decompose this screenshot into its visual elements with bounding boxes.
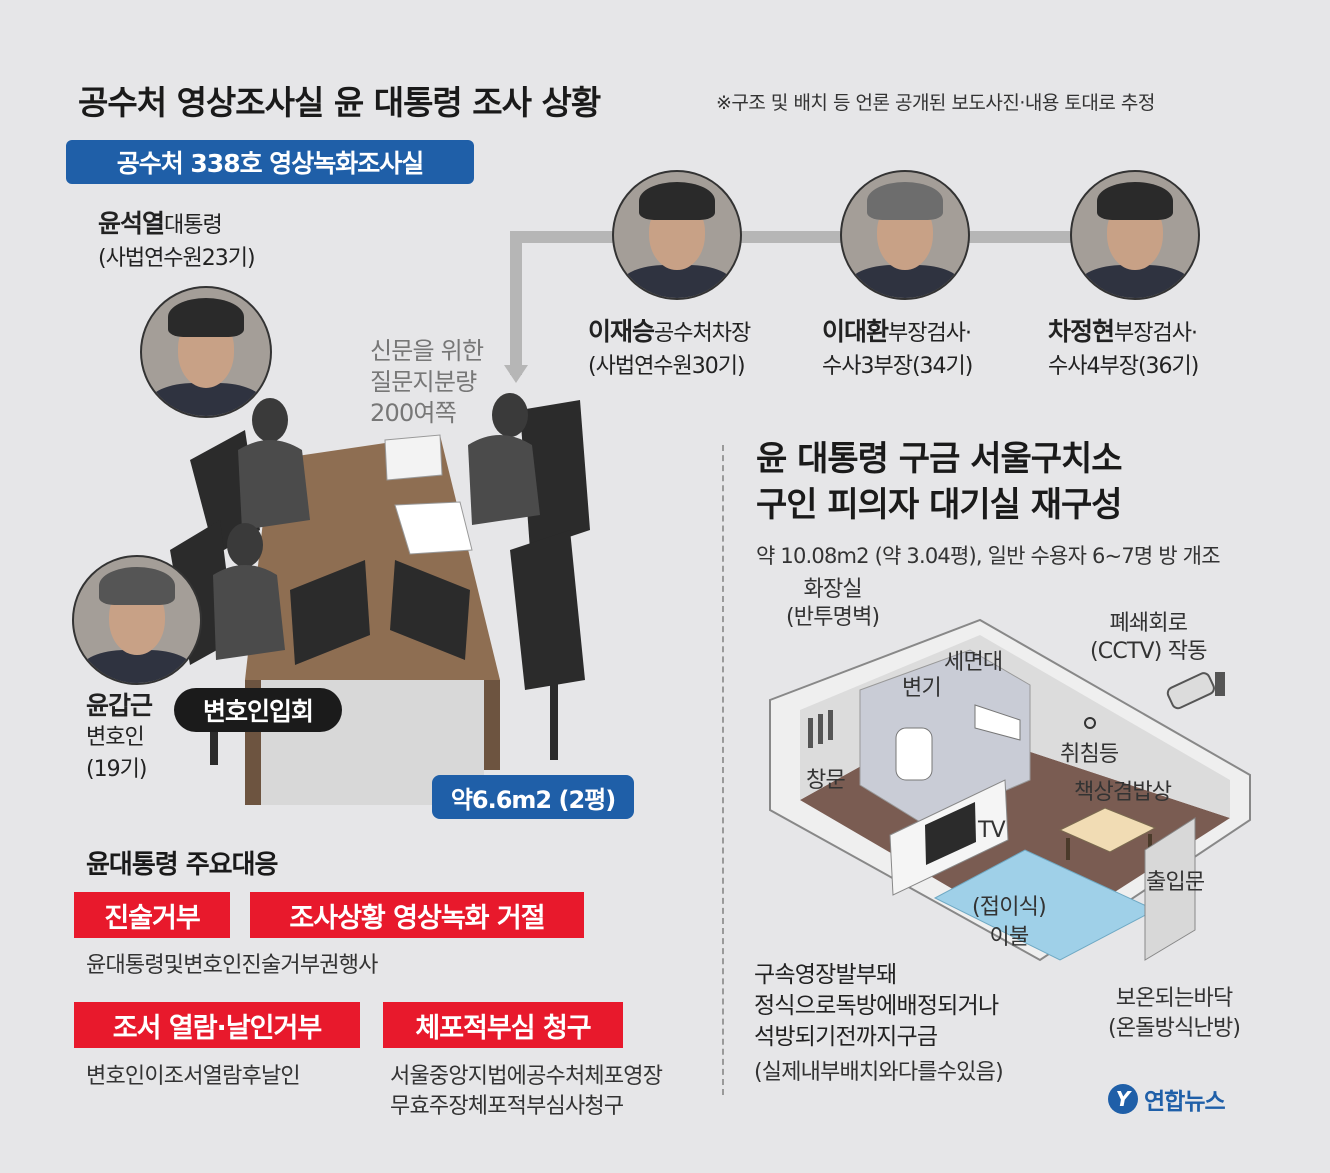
investigator-photo-3	[1070, 170, 1200, 300]
label-floor-line-1: 보온되는바닥	[1115, 986, 1233, 1011]
response-desc-3-line-1: 서울중앙지법에공수처체포영장	[390, 1064, 663, 1089]
bathroom	[859, 649, 1031, 826]
monitor	[290, 560, 370, 665]
label-cctv: 폐쇄회로 (CCTV) 작동	[1090, 610, 1207, 666]
investigator-3-role: 부장검사·	[1114, 321, 1198, 346]
investigator-1-caption: 이재승공수처차장 (사법연수원30기)	[588, 312, 751, 380]
label-toilet-room-line-1: 화장실	[803, 577, 863, 602]
investigator-3-caption: 차정현부장검사· 수사4부장(36기)	[1048, 312, 1199, 380]
responses-title: 윤대통령 주요대응	[86, 850, 278, 880]
cell-title: 윤 대통령 구금 서울구치소 구인 피의자 대기실 재구성	[756, 436, 1123, 528]
door-shape	[1144, 817, 1196, 961]
cell-note-line-3: 석방되기전까지구금	[754, 1024, 938, 1050]
president-detail: (사법연수원23기)	[98, 246, 256, 271]
response-desc-2: 변호인이조서열람후날인	[86, 1064, 301, 1089]
response-badge-recording-refusal: 조사상황 영상녹화 거절	[250, 892, 584, 938]
table-leg	[484, 680, 500, 770]
question-papers	[384, 434, 443, 481]
cell-title-line-2: 구인 피의자 대기실 재구성	[756, 485, 1123, 525]
question-note-line-3: 200여쪽	[370, 399, 457, 427]
label-bedding-line-1: (접이식)	[972, 895, 1047, 920]
label-tv: TV	[978, 818, 1006, 843]
yonhap-logo-icon: Y	[1108, 1084, 1138, 1114]
investigator-1-role: 공수처차장	[654, 321, 751, 346]
question-note: 신문을 위한 질문지분량 200여쪽	[370, 336, 484, 429]
investigator-photo-2	[840, 170, 970, 300]
section-divider	[722, 445, 724, 1095]
label-window: 창문	[806, 768, 846, 793]
cell-note-line-2: 정식으로독방에배정되거나	[754, 993, 999, 1019]
desk-shape	[1058, 807, 1157, 853]
room-label-badge: 공수처 338호 영상녹화조사실	[66, 140, 474, 184]
cell-caveat: (실제내부배치와다를수있음)	[754, 1060, 1004, 1085]
label-cctv-line-2: (CCTV) 작동	[1090, 639, 1207, 664]
yonhap-logo-text: 연합뉴스	[1144, 1089, 1226, 1115]
lawyer-caption: 윤갑근 변호인 (19기)	[86, 690, 153, 786]
investigator-2-name: 이대환	[822, 317, 889, 346]
response-desc-3-line-2: 무효주장체포적부심사청구	[390, 1094, 624, 1119]
monitor	[390, 560, 470, 660]
paper-sheet	[394, 501, 473, 555]
figure-investigator	[468, 393, 540, 525]
page-title: 공수처 영상조사실 윤 대통령 조사 상황	[78, 83, 601, 122]
window-shape	[808, 710, 833, 748]
label-lamp: 취침등	[1060, 742, 1119, 767]
cell-illustration	[769, 618, 1251, 962]
question-note-line-2: 질문지분량	[370, 368, 477, 396]
interrogation-room-illustration	[170, 393, 590, 805]
response-badge-signature-refusal: 조서 열람·날인거부	[74, 1002, 360, 1048]
room-area-badge: 약6.6m2 (2평)	[432, 775, 634, 819]
tv-shape	[925, 802, 976, 865]
lamp-shape	[1084, 717, 1096, 729]
president-photo	[140, 286, 272, 418]
cell-title-line-1: 윤 대통령 구금 서울구치소	[756, 439, 1123, 479]
page-note: ※구조 및 배치 등 언론 공개된 보도사진·내용 토대로 추정	[716, 92, 1155, 114]
cell-notes: 구속영장발부돼 정식으로독방에배정되거나 석방되기전까지구금	[754, 960, 999, 1053]
label-door: 출입문	[1146, 870, 1205, 895]
figure-president	[238, 398, 310, 530]
investigator-2-detail: 수사3부장(34기)	[822, 354, 973, 379]
investigator-3-detail: 수사4부장(36기)	[1048, 354, 1199, 379]
response-desc-1: 윤대통령및변호인진술거부권행사	[86, 953, 378, 978]
label-floor: 보온되는바닥 (온돌방식난방)	[1108, 984, 1241, 1044]
investigator-2-role: 부장검사·	[888, 321, 972, 346]
label-toilet-room-line-2: (반투명벽)	[786, 605, 880, 630]
label-sink: 세면대	[944, 650, 1003, 675]
toilet-shape	[895, 727, 933, 781]
investigator-photo-1	[612, 170, 742, 300]
question-note-line-1: 신문을 위한	[370, 337, 484, 365]
label-bedding-line-2: 이불	[989, 925, 1030, 950]
lawyer-photo	[72, 555, 202, 685]
president-caption: 윤석열대통령 (사법연수원23기)	[98, 204, 256, 272]
lawyer-detail: (19기)	[86, 757, 147, 782]
response-badge-detention-review: 체포적부심 청구	[383, 1002, 623, 1048]
label-toilet-room: 화장실 (반투명벽)	[786, 576, 880, 632]
sink-shape	[974, 704, 1021, 741]
chair	[510, 530, 585, 690]
label-toilet: 변기	[902, 676, 942, 701]
cell-subtitle: 약 10.08m2 (약 3.04평), 일반 수용자 6~7명 방 개조	[756, 544, 1221, 568]
lawyer-present-badge: 변호인입회	[174, 688, 342, 732]
investigator-1-detail: (사법연수원30기)	[588, 354, 746, 379]
investigator-2-caption: 이대환부장검사· 수사3부장(34기)	[822, 312, 973, 380]
investigator-3-name: 차정현	[1048, 317, 1115, 346]
yonhap-logo: Y 연합뉴스	[1108, 1082, 1226, 1116]
cell-note-line-1: 구속영장발부돼	[754, 962, 897, 988]
label-floor-line-2: (온돌방식난방)	[1108, 1016, 1241, 1041]
president-name: 윤석열	[98, 209, 165, 238]
label-cctv-line-1: 폐쇄회로	[1109, 611, 1188, 636]
label-bedding: (접이식) 이불	[972, 893, 1047, 953]
label-desk: 책상겸밥상	[1074, 780, 1172, 805]
lawyer-name: 윤갑근	[86, 691, 153, 720]
figure-lawyer	[213, 523, 285, 660]
lawyer-role: 변호인	[86, 725, 145, 750]
investigator-1-name: 이재승	[588, 317, 655, 346]
response-desc-3: 서울중앙지법에공수처체포영장 무효주장체포적부심사청구	[390, 1062, 663, 1122]
response-badge-silence: 진술거부	[74, 892, 230, 938]
president-role: 대통령	[164, 213, 223, 238]
cctv-shape	[1166, 672, 1225, 710]
